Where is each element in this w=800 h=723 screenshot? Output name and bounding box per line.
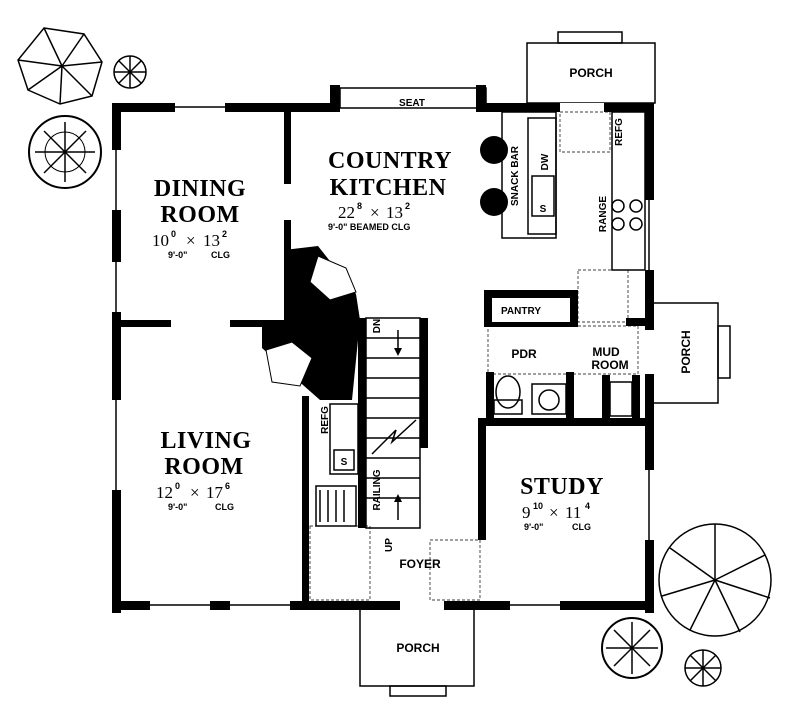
living-name-1: LIVING (160, 428, 251, 454)
hall-sink (333, 449, 355, 471)
kitchen-dim-h-in: 2 (405, 201, 410, 211)
snack-bar-label: SNACK BAR (510, 145, 521, 206)
refg-hall-label: REFG (320, 406, 331, 434)
dining-clg-h: 9'-0" (168, 250, 187, 260)
dining-dim-x: × (186, 231, 196, 250)
shrub-bottom-right (684, 649, 722, 687)
toilet (495, 375, 521, 409)
range-counter (611, 111, 646, 271)
interior-walls (121, 112, 654, 610)
tree-bottom-right (601, 617, 663, 679)
stool-1 (480, 136, 508, 164)
dining-name-2: ROOM (160, 202, 239, 228)
dining-dim-w: 10 (152, 231, 169, 250)
porch-top-label: PORCH (569, 66, 612, 80)
stool-2 (480, 188, 508, 216)
study-dim-h: 11 (565, 503, 581, 522)
living-dim-w: 12 (156, 483, 173, 502)
hearth-kitchen (309, 255, 357, 301)
sink-s-label: S (540, 204, 547, 215)
foyer-label: FOYER (399, 557, 441, 571)
study-dim-x: × (549, 503, 559, 522)
living-clg: CLG (215, 502, 234, 512)
porch-bottom-label: PORCH (396, 641, 439, 655)
refg-kitchen-label: REFG (614, 118, 625, 146)
kitchen-clg: 9'-0" BEAMED CLG (328, 222, 410, 232)
mud-room-bench (609, 381, 633, 417)
mud-room-label-1: MUD (592, 345, 620, 359)
kitchen-counter (527, 117, 557, 235)
tree-bottom-right-large (658, 523, 772, 637)
living-name-2: ROOM (164, 454, 243, 480)
kitchen-dim-x: × (370, 203, 380, 222)
tree-left (28, 115, 102, 189)
hearth-living (265, 341, 313, 387)
tree-top-left (17, 27, 103, 105)
exterior-walls (112, 85, 654, 613)
living-dim-h: 17 (206, 483, 224, 502)
hall-sink-s-label: S (341, 457, 348, 468)
pantry-label: PANTRY (501, 306, 541, 317)
up-label: UP (384, 538, 395, 552)
kitchen-dim-w: 22 (338, 203, 355, 222)
dining-clg: CLG (211, 250, 230, 260)
porch-right-label: PORCH (679, 330, 693, 373)
living-dim-h-in: 6 (225, 481, 230, 491)
living-dim-x: × (190, 483, 200, 502)
dining-dim-h-in: 2 (222, 229, 227, 239)
dining-dim-h: 13 (203, 231, 220, 250)
range-label: RANGE (598, 196, 609, 232)
study-clg-h: 9'-0" (524, 522, 543, 532)
dining-dim-w-in: 0 (171, 229, 176, 239)
study-dim-w: 9 (522, 503, 531, 522)
study-dim-h-in: 4 (585, 501, 590, 511)
hall-closet (315, 485, 357, 527)
kitchen-dim-w-in: 8 (357, 201, 362, 211)
seat-label: SEAT (399, 98, 425, 109)
dw-label: DW (540, 153, 551, 170)
study-name: STUDY (520, 474, 604, 500)
powder-sink (531, 383, 567, 415)
living-dim-w-in: 0 (175, 481, 180, 491)
stairs (365, 317, 421, 529)
kitchen-name-1: COUNTRY (328, 148, 452, 174)
kitchen-dim-h: 13 (386, 203, 403, 222)
study-clg: CLG (572, 522, 591, 532)
kitchen-sink (531, 175, 555, 217)
pdr-label: PDR (511, 347, 537, 361)
dn-label: DN (372, 319, 383, 333)
railing-label: RAILING (372, 469, 383, 510)
shrub-top (113, 55, 147, 89)
kitchen-name-2: KITCHEN (330, 175, 447, 201)
mud-room-label-2: ROOM (591, 358, 628, 372)
hall-refg (329, 403, 359, 475)
living-clg-h: 9'-0" (168, 502, 187, 512)
study-dim-w-in: 10 (533, 501, 543, 511)
dining-name-1: DINING (154, 176, 246, 202)
